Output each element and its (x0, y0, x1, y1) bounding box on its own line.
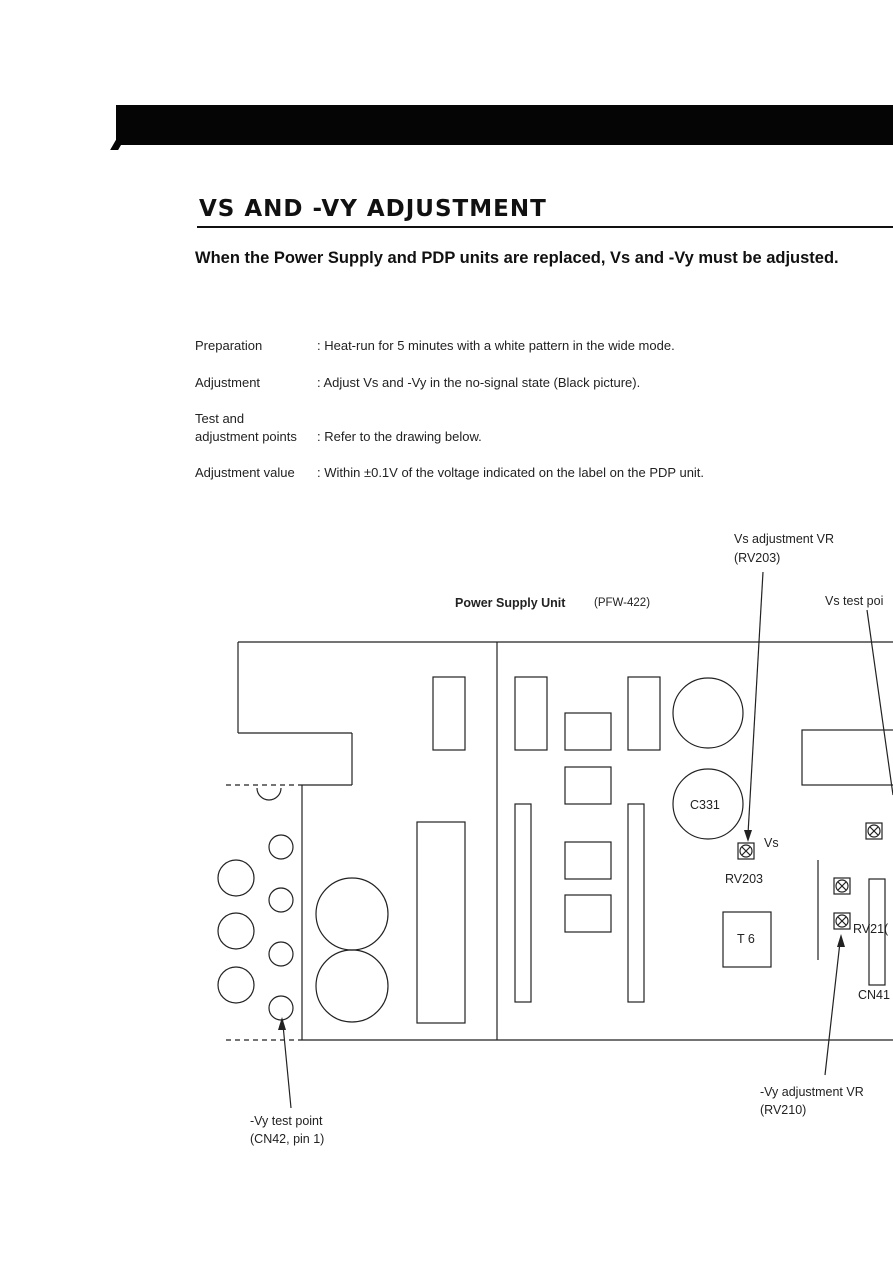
component-block (801, 729, 893, 786)
connector-cn41 (868, 878, 886, 986)
spec-value-preparation: : Heat-run for 5 minutes with a white pa… (317, 338, 675, 353)
unit-name: Power Supply Unit (455, 596, 566, 610)
vs-vr-ref: (RV203) (734, 551, 781, 565)
spec-value-adjustment: : Adjust Vs and -Vy in the no-signal sta… (317, 375, 641, 390)
rv210-symbol (833, 912, 851, 930)
vy-test-label: -Vy test point (250, 1114, 323, 1128)
rv203-label: RV203 (725, 872, 763, 886)
component-block (627, 676, 661, 751)
rv21-label: RV21( (853, 922, 889, 936)
c331-label: C331 (690, 798, 720, 812)
spec-label-adjustment: Adjustment (195, 375, 261, 390)
header-bar (116, 105, 893, 145)
large-capacitor-1 (315, 877, 389, 951)
spec-label-adjustment-value: Adjustment value (195, 465, 295, 480)
capacitor-top (672, 677, 744, 749)
component-block (564, 894, 612, 933)
spec-value-adjustment-points: : Refer to the drawing below. (317, 429, 482, 444)
potentiometer-symbol (833, 877, 851, 895)
component-block (564, 712, 612, 751)
spec-label-adjustment-points: adjustment points (195, 429, 297, 444)
component-block (627, 803, 645, 1003)
large-capacitor-2 (315, 949, 389, 1023)
spec-label-preparation: Preparation (195, 338, 263, 353)
component-block (564, 841, 612, 880)
title-underline (197, 226, 893, 228)
cn41-label: CN41 (858, 988, 890, 1002)
transformer-t6 (722, 911, 772, 968)
vs-marker-label: Vs (764, 836, 779, 850)
board-outline (226, 641, 893, 1041)
vy-vr-label: -Vy adjustment VR (760, 1085, 864, 1099)
vs-test-label: Vs test poi (825, 594, 884, 608)
capacitor-c331 (672, 768, 744, 840)
rv203-symbol (737, 842, 755, 860)
page-title: VS AND -VY ADJUSTMENT (199, 196, 547, 222)
component-block (514, 676, 548, 751)
page-subtitle: When the Power Supply and PDP units are … (195, 249, 839, 267)
potentiometer-symbol (865, 822, 883, 840)
component-block (564, 766, 612, 805)
vs-vr-label: Vs adjustment VR (734, 532, 835, 546)
spec-label-test-and: Test and (195, 411, 245, 426)
component-block (432, 676, 466, 751)
unit-model: (PFW-422) (594, 597, 651, 609)
spec-value-adjustment-value: : Within ±0.1V of the voltage indicated … (317, 465, 705, 480)
leader-lines (278, 571, 893, 1109)
vy-vr-ref: (RV210) (760, 1103, 807, 1117)
component-block (514, 803, 532, 1003)
connector-circles (217, 787, 294, 1021)
t6-label: T 6 (737, 932, 755, 946)
vy-test-ref: (CN42, pin 1) (250, 1132, 325, 1146)
component-block (416, 821, 466, 1024)
